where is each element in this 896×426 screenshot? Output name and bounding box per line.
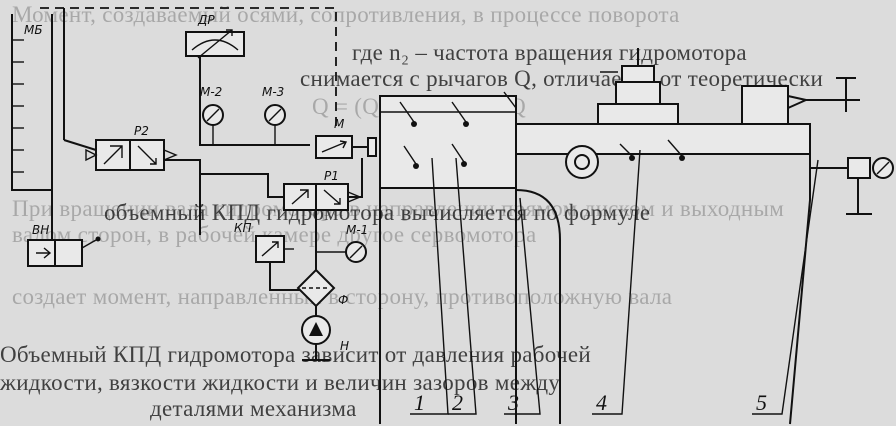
ghost-text-line: При вращении вала гидромотора в направле… <box>12 196 785 221</box>
caption-text-line: где n₂ – частота вращения гидромотора <box>352 40 747 65</box>
label-mb: МБ <box>24 23 43 37</box>
hydromotor-m: М <box>315 117 377 159</box>
label-p1: Р1 <box>324 169 339 183</box>
label-h: Н <box>340 339 349 353</box>
caption-text-line: Объемный КПД гидромотора зависит от давл… <box>0 342 591 367</box>
manometer-m1: М-1 <box>316 223 368 263</box>
callout-5: 5 <box>756 390 767 415</box>
line-to-p1 <box>200 173 284 198</box>
valve-p1: Р1 <box>283 169 362 211</box>
ghost-text-line: создает момент, направленный в сторону, … <box>12 284 673 309</box>
label-m2: М-2 <box>200 85 222 99</box>
lathe <box>379 48 894 425</box>
label-m: М <box>334 117 345 131</box>
callout-2: 2 <box>452 390 463 415</box>
line-p2-down <box>164 159 201 235</box>
caption-text-line: деталями механизма <box>150 396 357 421</box>
label-p2: Р2 <box>134 124 149 138</box>
pump-h: Н <box>301 306 349 361</box>
drain-line <box>40 7 337 130</box>
ghost-text-line: Момент, создаваемый осями, сопротивления… <box>12 2 680 27</box>
callouts: 1 2 3 4 5 <box>410 149 819 415</box>
safety-valve-kp: КП <box>234 221 294 263</box>
filter-f: Ф <box>296 268 348 308</box>
caption-text-line: объемный КПД гидромотора вычисляется по … <box>104 200 651 225</box>
line-to-p2 <box>63 139 97 151</box>
label-m1: М-1 <box>346 223 368 237</box>
valve-p2: Р2 <box>85 124 178 171</box>
caption-text-line: снимается с рычагов Q, отличается от тео… <box>300 66 824 91</box>
label-vn: ВН <box>32 223 49 237</box>
label-dr: ДР <box>197 13 215 27</box>
callout-1: 1 <box>414 390 425 415</box>
throttle-dr: ДР <box>185 13 245 59</box>
manometer-m3: М-3 <box>262 85 286 145</box>
manometer-m2: М-2 <box>200 85 224 145</box>
label-kp: КП <box>234 221 252 235</box>
callout-3: 3 <box>507 390 519 415</box>
measuring-tank: МБ <box>11 14 53 191</box>
label-f: Ф <box>338 293 348 307</box>
callout-4: 4 <box>596 390 607 415</box>
valve-vn: ВН <box>27 223 101 267</box>
label-m3: М-3 <box>262 85 284 99</box>
caption-text-line: жидкости, вязкости жидкости и величин за… <box>0 370 561 395</box>
line-dr-motor <box>199 56 310 146</box>
line-p1-motor <box>348 158 363 198</box>
